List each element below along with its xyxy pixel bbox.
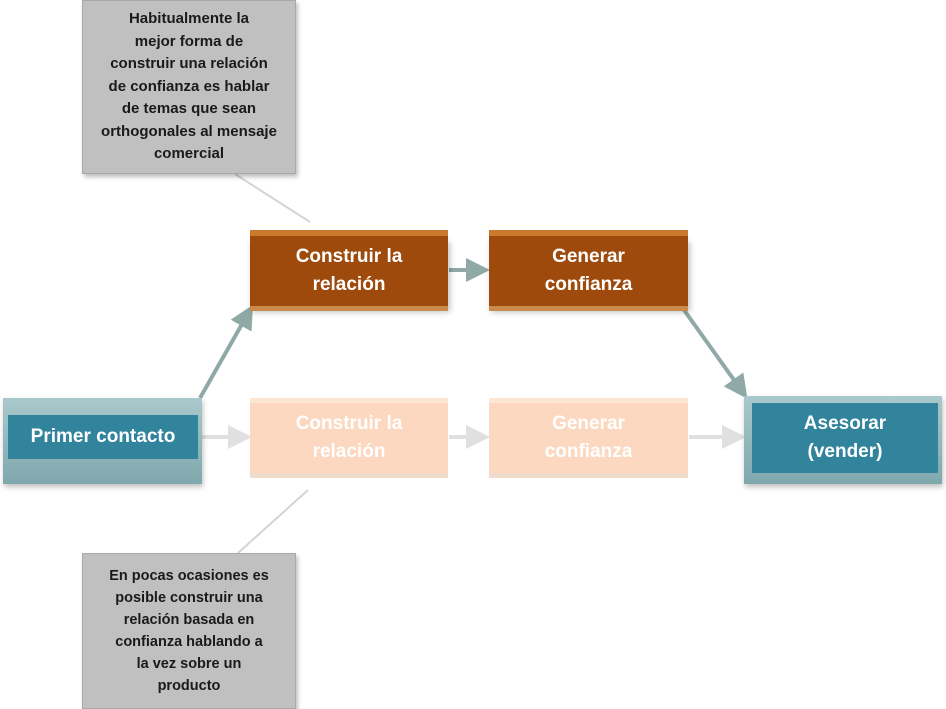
node-primer-contacto: Primer contacto xyxy=(8,415,198,459)
node-generar-confianza-top: Generar confianza xyxy=(489,236,688,306)
arrow-primer-to-construir-top xyxy=(198,304,253,399)
node-construir-relacion-bottom-label: Construir la relación xyxy=(295,413,403,462)
node-generar-confianza-top-label: Generar confianza xyxy=(544,246,633,295)
callout-top: Habitualmente la mejor forma de construi… xyxy=(82,0,296,174)
node-generar-confianza-bottom: Generar confianza xyxy=(489,403,688,473)
callout-bottom-pointer xyxy=(237,489,309,554)
callout-top-pointer xyxy=(234,173,311,223)
node-asesorar: Asesorar (vender) xyxy=(752,403,938,473)
node-generar-confianza-bottom-label: Generar confianza xyxy=(544,413,633,462)
node-asesorar-label: Asesorar (vender) xyxy=(803,413,887,462)
node-construir-relacion-bottom: Construir la relación xyxy=(250,403,448,473)
node-primer-contacto-label: Primer contacto xyxy=(30,426,176,447)
callout-bottom: En pocas ocasiones es posible construir … xyxy=(82,553,296,709)
node-construir-relacion-top: Construir la relación xyxy=(250,236,448,306)
arrow-generar-to-asesorar xyxy=(682,308,748,399)
callout-top-text: Habitualmente la mejor forma de construi… xyxy=(101,10,277,163)
node-construir-relacion-top-label: Construir la relación xyxy=(295,246,403,295)
callout-bottom-text: En pocas ocasiones es posible construir … xyxy=(109,568,269,694)
